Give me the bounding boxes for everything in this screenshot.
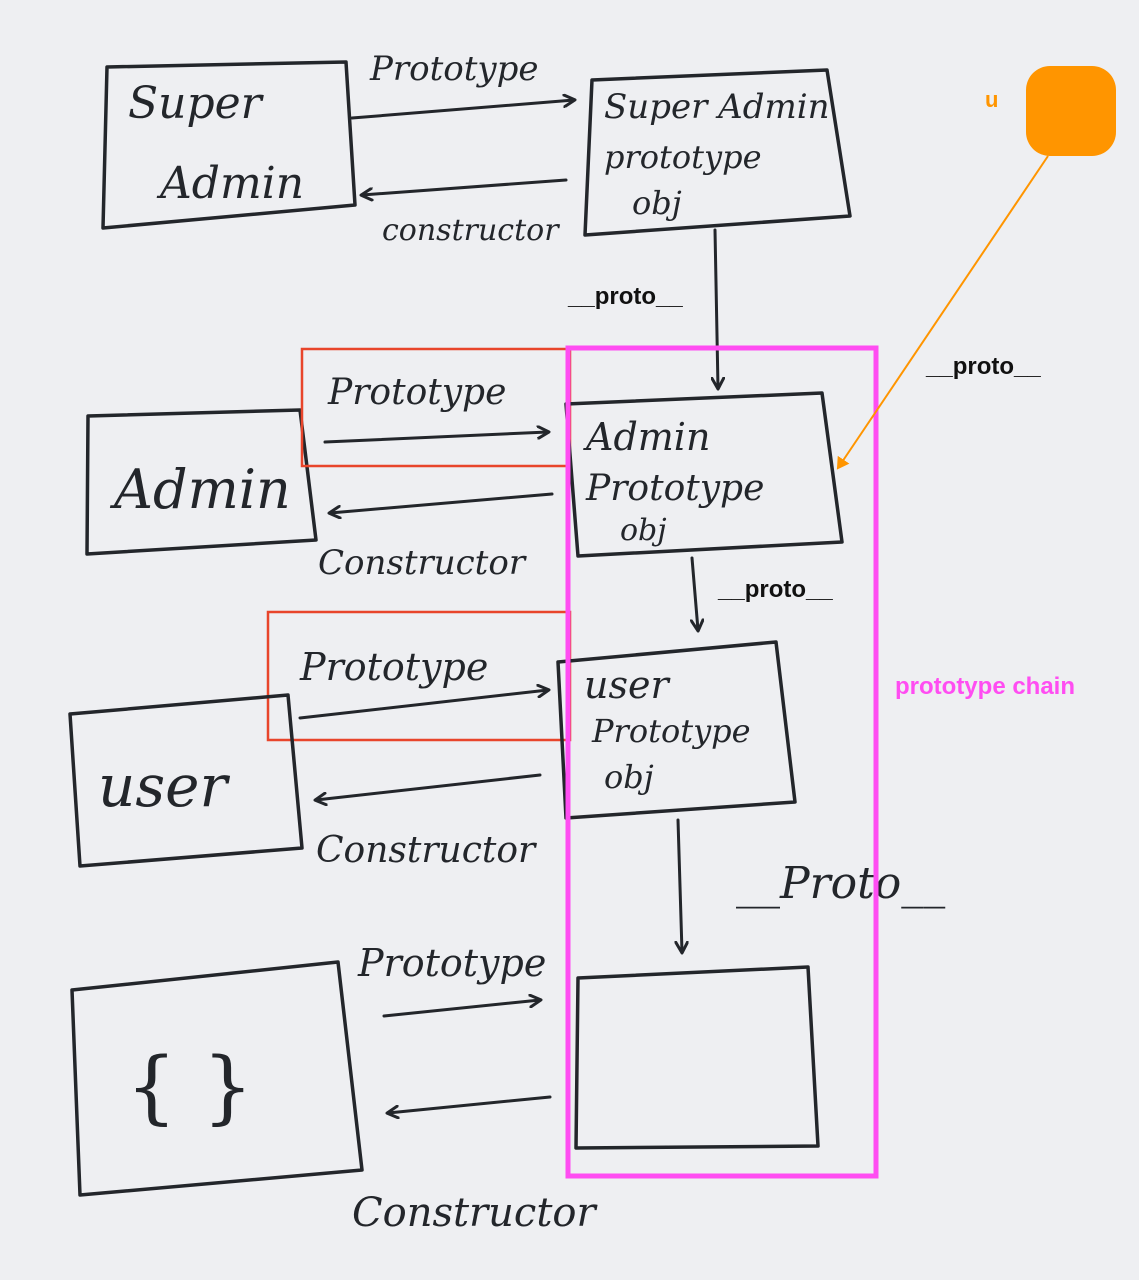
super-admin-proto-arrow [715, 228, 718, 388]
super-admin-constructor-arrow [362, 178, 568, 195]
user-constructor-label: user [98, 752, 230, 820]
prototype-chain-label: prototype chain [895, 673, 1075, 700]
user-proto-label: __Proto__ [736, 858, 945, 909]
admin-proto-label: __proto__ [717, 576, 833, 603]
object-prototype-arrow-label: Prototype [357, 941, 546, 985]
object-constructor-box [70, 960, 364, 1197]
admin-prototype-arrow [323, 432, 548, 444]
admin-prototype-arrow-label: Prototype [327, 372, 506, 413]
user-prototype-arrow-label: Prototype [299, 645, 488, 689]
super-admin-prototype-arrow [350, 100, 574, 120]
instance-u-label: u [985, 87, 998, 112]
instance-u-node [1026, 66, 1116, 156]
admin-prototype-box [564, 391, 844, 558]
user-constructor-box [68, 693, 304, 868]
super-admin-prototype-label-line1: Super Admin [604, 87, 829, 127]
object-constructor-label: { } [126, 1040, 253, 1133]
user-prototype-arrow [298, 690, 548, 720]
user-prototype-label-line2: Prototype [591, 712, 751, 750]
super-admin-prototype-box [583, 68, 852, 237]
object-constructor-arrow [388, 1095, 552, 1113]
super-admin-prototype-label-line2: prototype [604, 138, 762, 176]
user-constructor-arrow-label: Constructor [316, 830, 537, 871]
super-admin-constructor-label-line2: Admin [156, 158, 304, 209]
user-constructor-arrow [316, 773, 542, 800]
user-prototype-label-line3: obj [604, 758, 654, 796]
object-constructor-arrow-label: Constructor [352, 1190, 598, 1236]
admin-prototype-label-line1: Admin [583, 415, 710, 459]
admin-constructor-label: Admin [109, 458, 291, 521]
admin-constructor-arrow-label: Constructor [318, 543, 527, 583]
admin-prototype-label-line2: Prototype [585, 468, 764, 509]
instance-proto-arrow [836, 155, 1049, 470]
user-prototype-box [556, 640, 797, 820]
admin-prototype-label-line3: obj [620, 513, 667, 548]
admin-constructor-box [85, 408, 318, 556]
admin-constructor-arrow [330, 492, 554, 513]
super-admin-prototype-label-line3: obj [632, 184, 682, 222]
admin-proto-arrow [692, 556, 698, 630]
super-admin-proto-label: __proto__ [567, 283, 683, 310]
super-admin-constructor-arrow-label: constructor [382, 213, 560, 248]
user-prototype-label-line1: user [584, 663, 671, 707]
object-prototype-box [574, 965, 820, 1150]
super-admin-constructor-label-line1: Super [128, 78, 265, 129]
user-proto-arrow [678, 818, 682, 952]
super-admin-constructor-box [101, 60, 357, 230]
object-prototype-arrow [382, 1000, 540, 1018]
prototype-chain-frame [565, 345, 879, 1179]
instance-proto-label: __proto__ [925, 353, 1041, 380]
super-admin-prototype-arrow-label: Prototype [369, 49, 539, 89]
